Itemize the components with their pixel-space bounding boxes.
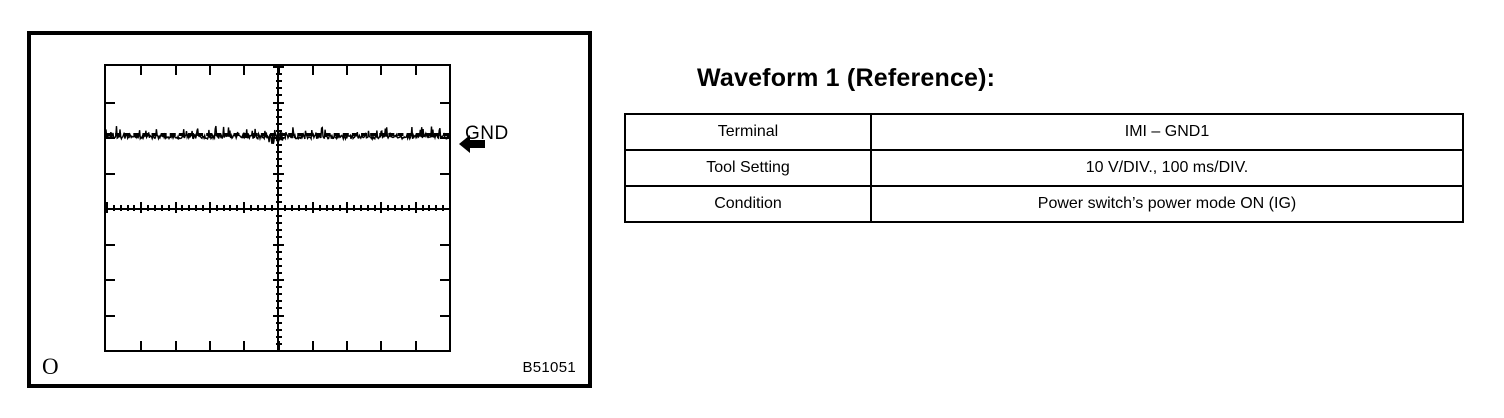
axis-minor-tick-v [276,343,282,345]
axis-minor-tick-v [276,258,282,260]
axis-major-tick-h [140,202,142,213]
waveform-trace [106,66,449,350]
axis-minor-tick-v [276,215,282,217]
axis-major-tick-h [312,202,314,213]
axis-minor-tick-v [276,293,282,295]
table-cell-value: IMI – GND1 [870,113,1464,151]
axis-major-tick-h [209,202,211,213]
axis-minor-tick-v [276,251,282,253]
axis-minor-tick-v [276,130,282,132]
axis-minor-tick-v [276,158,282,160]
grid-tick-top [278,66,280,75]
grid-tick-right [440,173,449,175]
grid-tick-top [140,66,142,75]
grid-tick-bottom [415,341,417,350]
gnd-label: GND [465,123,509,144]
grid-tick-bottom [209,341,211,350]
axis-minor-tick-v [276,187,282,189]
axis-major-tick-h [106,202,108,213]
table-cell-label: Tool Setting [624,149,872,187]
axis-minor-tick-v [276,109,282,111]
axis-minor-tick-v [276,73,282,75]
axis-minor-tick-v [276,94,282,96]
grid-tick-bottom [380,341,382,350]
grid-tick-top [380,66,382,75]
axis-minor-tick-v [276,144,282,146]
grid-tick-left [106,244,115,246]
axis-minor-tick-v [276,165,282,167]
table-cell-value: 10 V/DIV., 100 ms/DIV. [870,149,1464,187]
axis-minor-tick-v [276,236,282,238]
grid-tick-bottom [175,341,177,350]
axis-minor-tick-v [276,116,282,118]
grid-tick-top [346,66,348,75]
grid-tick-right [440,315,449,317]
axis-minor-tick-v [276,201,282,203]
axis-minor-tick-v [276,229,282,231]
axis-minor-tick-v [276,300,282,302]
grid-tick-left [106,279,115,281]
grid-tick-top [415,66,417,75]
axis-minor-tick-v [276,307,282,309]
grid-inner [106,66,449,350]
grid-tick-bottom [312,341,314,350]
axis-minor-tick-v [276,87,282,89]
grid-tick-left [106,315,115,317]
grid-tick-bottom [346,341,348,350]
corner-mark: O [42,354,59,379]
grid-tick-left [106,137,115,139]
axis-minor-tick-v [276,329,282,331]
axis-minor-tick-v [276,265,282,267]
gnd-marker: GND [459,123,509,153]
axis-major-tick-h [243,202,245,213]
axis-major-tick-h [346,202,348,213]
grid-tick-bottom [140,341,142,350]
grid-tick-bottom [243,341,245,350]
axis-minor-tick-v [276,194,282,196]
axis-minor-tick-v [276,272,282,274]
oscilloscope-grid [104,64,451,352]
axis-minor-tick-v [276,80,282,82]
grid-tick-right [440,102,449,104]
axis-minor-tick-v [276,322,282,324]
grid-tick-left [106,173,115,175]
grid-tick-top [312,66,314,75]
axis-major-tick-h [415,202,417,213]
axis-minor-tick-v [276,180,282,182]
grid-tick-right [440,137,449,139]
grid-tick-top [243,66,245,75]
axis-minor-tick-v [276,222,282,224]
oscilloscope-panel: GND O B51051 [27,31,592,388]
axis-minor-tick-v [276,286,282,288]
grid-tick-right [440,244,449,246]
axis-minor-tick-v [276,151,282,153]
axis-minor-tick-v [276,336,282,338]
axis-major-tick-h [175,202,177,213]
table-cell-label: Terminal [624,113,872,151]
table-cell-value: Power switch’s power mode ON (IG) [870,185,1464,223]
grid-tick-top [209,66,211,75]
grid-center-horizontal-axis [106,208,449,210]
axis-major-tick-h [380,202,382,213]
page-title: Waveform 1 (Reference): [697,64,996,92]
grid-tick-bottom [278,341,280,350]
image-code-label: B51051 [522,359,576,376]
grid-tick-right [440,279,449,281]
table-cell-label: Condition [624,185,872,223]
grid-tick-top [175,66,177,75]
axis-minor-tick-v [276,123,282,125]
grid-tick-left [106,102,115,104]
